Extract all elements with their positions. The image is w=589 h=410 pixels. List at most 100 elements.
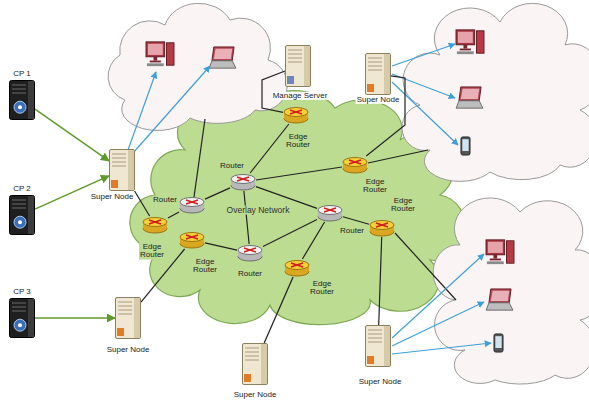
desktop-icon xyxy=(486,240,514,264)
delivery-arrow xyxy=(392,302,484,346)
router-arrow xyxy=(324,208,336,212)
router-arrow xyxy=(324,208,336,212)
network-link xyxy=(168,212,179,218)
node-label: Edge Router xyxy=(362,178,388,195)
node-icon xyxy=(365,53,391,95)
delivery-arrow xyxy=(133,66,210,153)
content-badge-dot xyxy=(18,220,22,224)
server-slot xyxy=(368,58,382,59)
server-slot xyxy=(112,162,126,163)
edge-router: Edge Router xyxy=(369,219,395,237)
server-body xyxy=(110,150,135,191)
server-body xyxy=(366,326,391,367)
server-side xyxy=(261,344,267,384)
super-node: Super Node xyxy=(365,325,391,367)
server-body xyxy=(366,54,391,95)
server-light xyxy=(367,356,374,364)
node-icon xyxy=(142,216,168,234)
node-icon xyxy=(242,343,268,385)
network-wire xyxy=(194,119,205,197)
router-arrow xyxy=(186,200,198,204)
router-arrow xyxy=(244,248,256,252)
router-top xyxy=(180,198,204,207)
manage-server: Manage Server xyxy=(285,45,311,87)
laptop-icon xyxy=(456,87,483,108)
router: Router xyxy=(230,173,256,191)
content-provider: CP 2 xyxy=(9,195,35,235)
super-node: Super Node xyxy=(115,297,141,339)
server-slot xyxy=(368,338,382,339)
router-arrow xyxy=(149,220,161,224)
node-label: Router xyxy=(237,270,263,278)
super-node: Super Node xyxy=(242,343,268,385)
network-link xyxy=(256,167,342,180)
node-icon xyxy=(365,325,391,367)
router-arrow xyxy=(186,200,198,204)
router-arrow xyxy=(149,220,161,224)
node-label: Super Node xyxy=(356,96,401,104)
server-side xyxy=(28,81,34,119)
content-feed-arrow xyxy=(35,109,109,161)
network-wire xyxy=(368,150,428,163)
server-slot xyxy=(12,303,26,304)
edge-router: Edge Router xyxy=(342,156,368,174)
node-label: Router xyxy=(339,227,365,235)
node-label: Super Node xyxy=(358,378,403,386)
server-slot xyxy=(368,62,382,63)
server-light xyxy=(111,180,118,188)
node-label: Super Node xyxy=(233,391,278,399)
server-slot xyxy=(12,85,26,86)
server-side xyxy=(384,326,390,366)
router-top xyxy=(343,158,367,167)
desktop-icon xyxy=(146,42,174,66)
server-slot xyxy=(245,348,259,349)
router: Router xyxy=(237,244,263,262)
server-slot xyxy=(12,208,26,209)
router-top xyxy=(238,246,262,255)
server-side xyxy=(384,54,390,94)
server-slot xyxy=(288,50,302,51)
delivery-arrow xyxy=(392,82,458,145)
router-top xyxy=(284,108,308,117)
node-icon xyxy=(9,298,35,338)
server-slot xyxy=(288,54,302,55)
node-label: Manage Server xyxy=(272,92,329,100)
client-cloud xyxy=(402,3,589,181)
server-body xyxy=(286,46,311,87)
node-icon xyxy=(179,231,205,249)
server-light xyxy=(244,374,251,382)
overlay-outline xyxy=(130,91,466,325)
server-slot xyxy=(368,334,382,335)
network-link xyxy=(205,188,230,199)
server-slot xyxy=(118,306,132,307)
node-icon xyxy=(179,196,205,214)
server-slot xyxy=(245,360,259,361)
node-label: Super Node xyxy=(90,193,135,201)
content-badge xyxy=(14,319,26,331)
server-light xyxy=(117,328,124,336)
server-side xyxy=(304,46,310,86)
network-link xyxy=(263,220,317,247)
server-slot xyxy=(118,310,132,311)
router-arrow xyxy=(244,248,256,252)
network-link xyxy=(343,217,369,225)
router-top xyxy=(143,218,167,227)
router-arrow xyxy=(237,177,249,181)
node-icon xyxy=(284,259,310,277)
server-slot xyxy=(112,166,126,167)
server-slot xyxy=(12,204,26,205)
server-slot xyxy=(12,89,26,90)
router-arrow xyxy=(186,235,198,239)
laptop-icon xyxy=(486,289,513,310)
node-label: Router xyxy=(219,162,245,170)
overlay-network: Overlay NetworkEdge RouterRouterEdge Rou… xyxy=(140,100,445,310)
router-arrow xyxy=(186,235,198,239)
laptop-icon xyxy=(209,47,236,68)
network-link xyxy=(379,237,382,325)
node-label: CP 2 xyxy=(12,185,32,193)
node-icon xyxy=(369,219,395,237)
node-label: Edge Router xyxy=(390,197,416,214)
server-slot xyxy=(245,352,259,353)
phone-icon xyxy=(494,334,503,352)
router-arrow xyxy=(291,263,303,267)
